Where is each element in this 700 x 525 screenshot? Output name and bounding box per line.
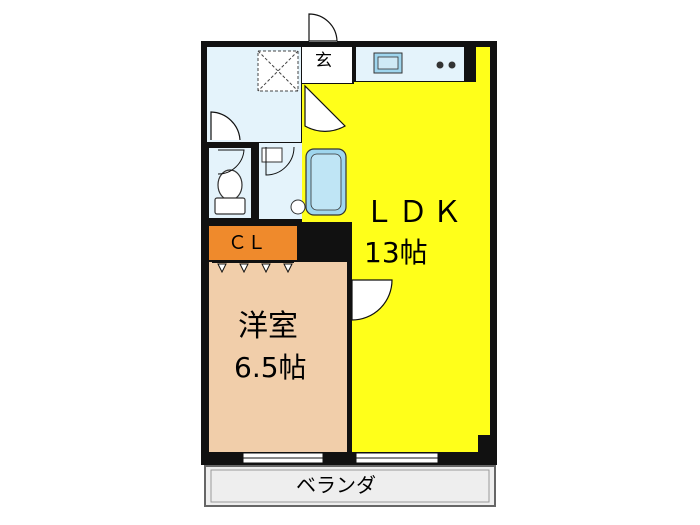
western-room <box>209 262 347 452</box>
sink-icon <box>261 147 306 215</box>
veranda-label: ベランダ <box>296 473 376 497</box>
western-size-label: 6.5帖 <box>234 351 307 384</box>
bathtub-icon <box>305 148 347 216</box>
entrance-area <box>302 47 352 83</box>
western-name-label: 洋室 <box>238 309 298 344</box>
western-door-swing-icon <box>351 279 393 321</box>
bath-door-swing-icon <box>265 146 295 176</box>
kitchen-sink-icon <box>373 52 403 74</box>
washroom-door-swing-icon <box>210 111 241 141</box>
ldk-name-label: ＬＤＫ <box>364 195 466 230</box>
closet <box>209 226 297 260</box>
toilet-icon <box>214 169 246 215</box>
stove-icon <box>436 61 456 69</box>
washer-icon <box>257 50 299 92</box>
closet-door-icon <box>212 261 294 274</box>
ldk-entry-door-swing-icon <box>304 84 346 132</box>
kitchen-counter <box>356 47 464 81</box>
ldk-room <box>302 47 490 452</box>
ldk-corner-pillar <box>478 435 490 452</box>
entrance-door-swing-icon <box>308 13 338 42</box>
entrance-label: 玄 <box>315 51 332 71</box>
closet-label: ＣＬ <box>228 232 267 254</box>
ldk-size-label: 13帖 <box>364 236 428 269</box>
veranda-inner-edge <box>210 469 490 503</box>
veranda <box>204 465 496 507</box>
toilet-door-swing-icon <box>217 149 245 175</box>
